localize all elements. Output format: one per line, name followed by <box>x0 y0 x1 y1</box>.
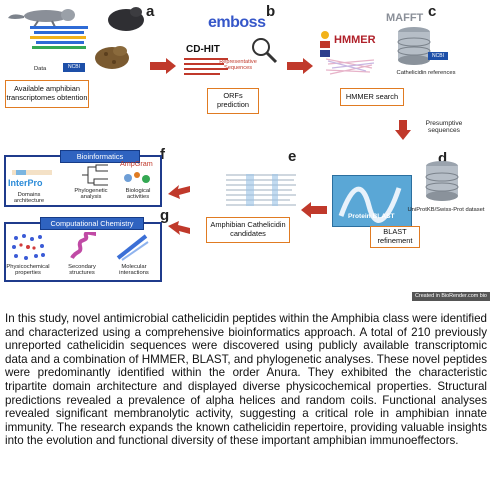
sequence-lines-icon <box>184 58 228 75</box>
box-cathelicidin-candidates: Amphibian Cathelicidin candidates <box>206 217 290 243</box>
protein-blast-label: Protein BLAST <box>348 213 395 220</box>
uniprot-dataset-label: UniProtKB/Swiss-Prot dataset <box>407 207 485 213</box>
database-icon-c <box>397 27 431 65</box>
panel-letter-e: e <box>288 148 297 165</box>
ampgram-logo: AmpGram <box>120 159 153 168</box>
abstract-text: In this study, novel antimicrobial cathe… <box>5 312 487 448</box>
representative-sequences-label: Representative Sequences <box>219 59 257 71</box>
box-orfs: ORFs prediction <box>207 88 259 114</box>
arrow-b-to-c <box>287 58 313 74</box>
panel-letter-c: c <box>428 3 437 20</box>
bioinformatics-title: Bioinformatics <box>60 150 140 163</box>
panel-letter-g: g <box>160 207 170 224</box>
arrow-e-to-f <box>168 185 190 199</box>
computational-chemistry-title: Computational Chemistry <box>40 217 144 230</box>
domain-bar-icon <box>12 170 52 175</box>
physicochemical-properties-label: Physicochemical properties <box>6 264 50 277</box>
interpro-logo: InterPro <box>8 178 43 188</box>
molecular-interactions-label: Molecular interactions <box>119 264 149 277</box>
ncbi-logo-a: NCBI <box>63 63 85 72</box>
physicochemical-dots-icon <box>12 234 45 260</box>
panel-letter-d: d <box>438 150 448 167</box>
panel-letter-b: b <box>266 3 276 20</box>
biorender-credit: Created in BioRender.com bio <box>412 292 490 301</box>
alignment-lines-icon <box>326 58 375 75</box>
sequence-alignment-icon <box>226 174 296 206</box>
database-icon-d <box>425 161 459 201</box>
data-bars-icon <box>30 26 88 49</box>
secondary-structure-helix-icon <box>70 232 97 260</box>
data-label: Data <box>34 66 47 72</box>
hmmer-shapes-icon <box>320 31 330 57</box>
arrow-d-to-e <box>301 202 327 218</box>
domains-architecture-label: Domains architecture <box>13 192 45 205</box>
phylogenetic-tree-icon <box>82 164 108 186</box>
emboss-logo: emboss <box>208 14 266 31</box>
biological-activities-label: Biological activities <box>125 188 151 201</box>
arrow-a-to-b <box>150 58 176 74</box>
box-hmmer-search: HMMER search <box>340 88 404 106</box>
graphical-abstract-figure: a b c d e f g Data NCBI Available amphib… <box>4 3 490 301</box>
phylogenetic-analysis-label: Phylogenetic analysis <box>74 188 108 201</box>
arrow-e-to-g <box>168 221 190 235</box>
cdhit-label: CD-HIT <box>186 44 220 55</box>
mafft-logo: MAFFT <box>386 12 424 24</box>
ncbi-logo-c: NCBI <box>428 52 448 60</box>
panel-letter-a: a <box>146 3 155 20</box>
hmmer-logo: HMMER <box>334 34 376 46</box>
box-transcriptomes: Available amphibian transcriptomes obten… <box>5 80 89 108</box>
secondary-structures-label: Secondary structures <box>68 264 96 277</box>
arrow-c-to-d <box>395 120 411 140</box>
protein-blast-image <box>332 175 412 227</box>
bioactivity-icon <box>124 172 150 183</box>
box-blast-refinement: BLAST refinement <box>370 226 420 248</box>
amphibian-illustrations <box>8 7 144 69</box>
molecular-interaction-icon <box>116 234 149 261</box>
cathelicidin-references-label: Cathelicidin references <box>396 70 456 76</box>
presumptive-sequences-label: Presumptive sequences <box>425 120 463 135</box>
magnifier-icon <box>252 38 278 64</box>
panel-letter-f: f <box>160 146 165 163</box>
protein-helix-icon <box>338 186 402 223</box>
